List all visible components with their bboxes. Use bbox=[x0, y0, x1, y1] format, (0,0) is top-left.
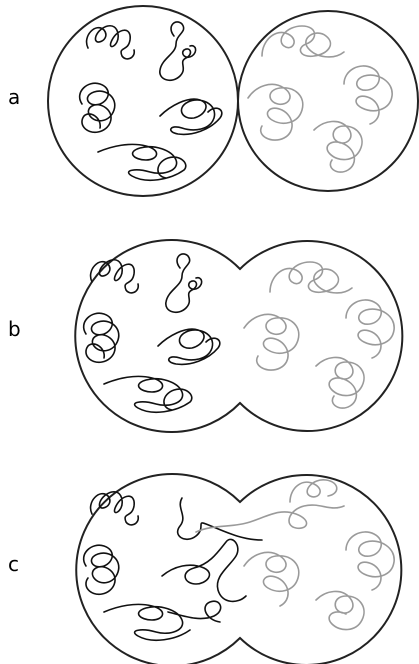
dark-coil bbox=[91, 260, 139, 293]
dark-coil bbox=[104, 376, 192, 412]
dark-coil bbox=[160, 22, 196, 80]
dark-coil bbox=[84, 313, 119, 362]
dark-coil bbox=[104, 604, 190, 640]
gray-coil bbox=[244, 552, 299, 606]
dark-coil bbox=[160, 99, 222, 134]
dark-coil bbox=[87, 26, 135, 59]
gray-coil bbox=[344, 66, 392, 124]
diffusing-dark-chain bbox=[178, 498, 262, 540]
panel-c: c bbox=[8, 474, 401, 664]
panel-b: b bbox=[8, 240, 402, 432]
panel-a: a bbox=[8, 6, 418, 196]
gray-coil bbox=[316, 357, 364, 408]
dark-coil bbox=[158, 329, 220, 364]
gray-coil bbox=[346, 300, 394, 358]
gray-coil bbox=[316, 591, 364, 629]
dark-coil bbox=[166, 254, 202, 312]
gray-coil bbox=[314, 121, 362, 172]
diffusing-gray-chain bbox=[196, 505, 344, 532]
dark-coil bbox=[80, 83, 115, 132]
panel-label-b: b bbox=[8, 317, 21, 341]
gray-coil bbox=[270, 262, 352, 293]
coalesced-particles bbox=[76, 474, 401, 664]
gray-coil bbox=[248, 84, 303, 140]
panel-label-c: c bbox=[8, 552, 19, 576]
gray-coil bbox=[290, 480, 337, 502]
dark-coil bbox=[98, 144, 186, 180]
panel-label-a: a bbox=[8, 85, 20, 109]
diffusing-dark-chain bbox=[162, 539, 246, 601]
diffusing-dark-chain bbox=[168, 601, 221, 622]
gray-coil bbox=[346, 532, 394, 590]
gray-coil bbox=[262, 26, 344, 57]
dark-coil bbox=[84, 545, 119, 594]
gray-coil bbox=[244, 314, 299, 370]
left-particle bbox=[48, 6, 238, 196]
